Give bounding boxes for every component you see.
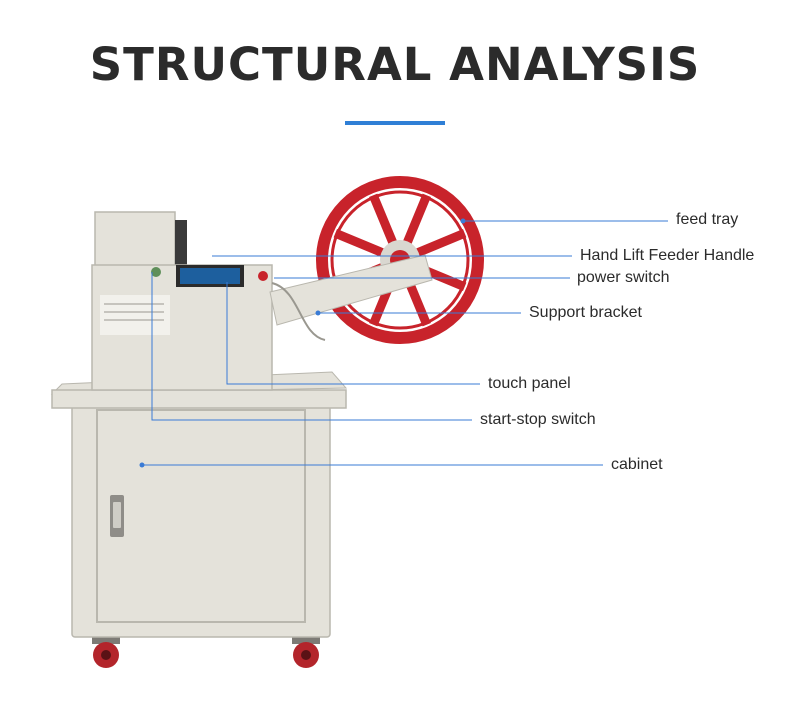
label-support-bracket: Support bracket bbox=[529, 304, 642, 321]
feed-reel bbox=[316, 176, 484, 344]
label-feed-tray: feed tray bbox=[676, 211, 739, 228]
dot-support-bracket bbox=[315, 310, 321, 316]
support-bracket bbox=[269, 254, 433, 326]
label-start-stop-switch: start-stop switch bbox=[480, 411, 596, 428]
leader-touch-panel bbox=[226, 282, 480, 385]
reel-spoke bbox=[369, 193, 398, 246]
power-knob bbox=[258, 271, 268, 281]
reel-spoke bbox=[402, 193, 431, 246]
leader-lines bbox=[142, 220, 668, 466]
dot-feed-tray bbox=[460, 218, 466, 224]
start-stop-knob bbox=[151, 267, 161, 277]
label-power-switch: power switch bbox=[577, 269, 670, 286]
leader-start-stop-switch bbox=[151, 272, 472, 421]
feed-wire bbox=[271, 282, 326, 341]
label-touch-panel: touch panel bbox=[488, 375, 571, 392]
reel-spoke bbox=[333, 229, 386, 258]
cabinet-body bbox=[71, 404, 331, 638]
label-hand-lift-feeder-handle: Hand Lift Feeder Handle bbox=[580, 247, 755, 264]
reel-spoke bbox=[414, 229, 467, 258]
title-underline bbox=[345, 121, 445, 125]
page-title: STRUCTURAL ANALYSIS bbox=[89, 38, 701, 91]
label-cabinet: cabinet bbox=[611, 456, 663, 473]
machine-housing bbox=[91, 211, 273, 391]
touch-screen bbox=[176, 265, 244, 287]
dot-cabinet bbox=[139, 462, 145, 468]
